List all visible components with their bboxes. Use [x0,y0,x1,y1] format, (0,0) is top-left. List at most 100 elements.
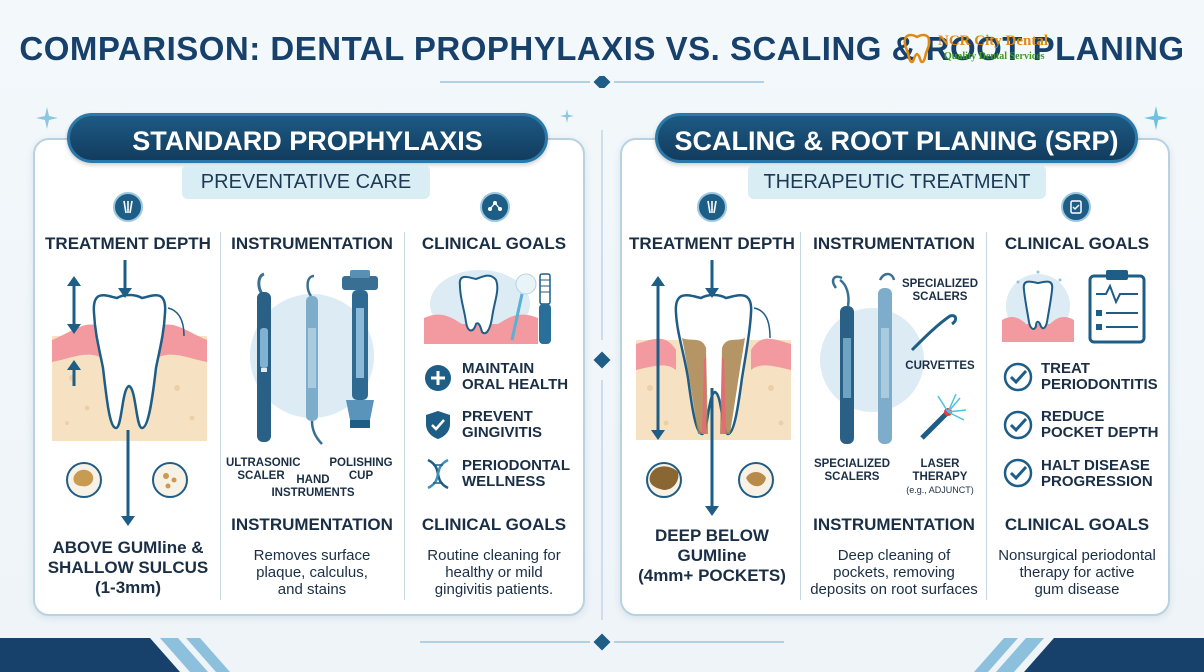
ultrasonic-scaler-label: ULTRASONIC SCALER [226,457,301,483]
treatment-depth-heading: TREATMENT DEPTH [45,234,211,253]
tooth-logo-icon [903,33,931,64]
label-line: SPECIALIZED [813,458,891,470]
plus-shield-icon [425,365,451,391]
goal-line: ORAL HEALTH [462,376,569,393]
specialized-scaler-icon [878,272,896,444]
clinical-goals-heading: CLINICAL GOALS [1004,234,1150,253]
prophylaxis-subheading: PREVENTATIVE CARE [182,165,430,199]
laser-icon [920,393,967,440]
instrumentation-subheading: INSTRUMENTATION [231,515,393,534]
goal-line: WELLNESS [462,473,546,490]
treatment-depth-heading: TREATMENT DEPTH [629,234,795,253]
desc-line: healthy or mild [445,564,543,581]
label-line: CUP [348,470,374,482]
goal-line: MAINTAIN [462,360,535,377]
goal-halt-disease-progression: HALT DISEASE PROGRESSION [1041,458,1153,490]
sparkle-icon [560,109,574,123]
label-line: HAND [296,474,330,486]
footer-decoration [0,633,1204,672]
healthy-tooth-illustration [424,270,551,344]
column-divider [986,232,987,600]
dental-tools-icon [113,192,143,222]
label-line: SCALERS [912,291,968,303]
depth-line: DEEP BELOW [655,526,769,545]
prophylaxis-instruments-illustration [250,270,378,445]
label-line: THERAPY [912,471,968,483]
toothbrush-icon [539,273,551,344]
title-divider [440,76,764,88]
label-line: LASER [920,458,960,470]
depth-line: GUMline [677,546,747,565]
depth-line: (4mm+ POCKETS) [638,566,786,585]
label-line: POLISHING [329,457,393,469]
logo-name: NCR City Dental [938,33,1048,49]
specialized-scalers-label: SPECIALIZED SCALERS [898,278,982,304]
label-line: SPECIALIZED [901,278,979,290]
label-line: SCALER [237,470,285,482]
desc-line: and stains [277,581,347,598]
desc-line: Deep cleaning of [837,547,951,564]
desc-line: gum disease [1034,581,1120,598]
clinical-goals-heading: CLINICAL GOALS [421,234,567,253]
srp-instruments-illustration [820,272,967,444]
tooth-shallow-diagram [52,260,207,526]
molecule-icon [480,192,510,222]
instrumentation-description: Deep cleaning of pockets, removing depos… [802,547,986,598]
goal-line: POCKET DEPTH [1041,424,1159,441]
column-divider [404,232,405,600]
srp-subheading: THERAPEUTIC TREATMENT [748,165,1046,199]
desc-line: plaque, calculus, [256,564,368,581]
floss-pick-icon [510,273,537,341]
goal-line: HALT DISEASE [1041,457,1150,474]
goal-line: TREAT [1041,360,1090,377]
goal-line: PREVENT [462,408,533,425]
check-circle-icon [1003,458,1033,488]
goal-periodontal-wellness: PERIODONTAL WELLNESS [462,458,570,490]
desc-line: gingivitis patients. [434,581,554,598]
clinic-logo: NCR City Dental Quality Dental Services [900,31,1075,67]
goal-maintain-oral-health: MAINTAIN ORAL HEALTH [462,361,568,393]
desc-line: pockets, removing [833,564,955,581]
label-line: SCALERS [824,471,880,483]
srp-heading: SCALING & ROOT PLANING (SRP) [655,113,1138,163]
goal-prevent-gingivitis: PREVENT GINGIVITIS [462,409,542,441]
desc-line: therapy for active [1019,564,1135,581]
polishing-cup-icon [342,270,378,428]
check-shield-icon [426,411,450,439]
goal-treat-periodontitis: TREAT PERIODONTITIS [1041,361,1158,393]
dna-icon [427,458,449,490]
tooth-deep-pocket-diagram [636,260,791,516]
check-circle-icon [1003,410,1033,440]
clinical-goals-description: Nonsurgical periodontal therapy for acti… [988,547,1166,598]
desc-line: Removes surface [253,547,371,564]
goal-line: PROGRESSION [1041,473,1153,490]
goal-reduce-pocket-depth: REDUCE POCKET DEPTH [1041,409,1159,441]
depth-line: (1-3mm) [94,578,162,597]
depth-description: ABOVE GUMline & SHALLOW SULCUS (1-3mm) [40,538,216,598]
specialized-scaler-icon [831,275,854,444]
prophylaxis-heading: STANDARD PROPHYLAXIS [67,113,548,163]
desc-line: deposits on root surfaces [810,581,978,598]
dental-tools-icon [697,192,727,222]
desc-line: Nonsurgical periodontal [998,547,1156,564]
label-line: INSTRUMENTS [271,487,355,499]
clipboard-chart-icon [1088,270,1146,344]
instrumentation-subheading: INSTRUMENTATION [813,515,975,534]
specialized-scalers-label: SPECIALIZED SCALERS [808,458,896,484]
instrumentation-description: Removes surface plaque, calculus, and st… [222,547,402,598]
center-divider [593,130,611,620]
goal-line: PERIODONTITIS [1041,376,1158,393]
clinical-goals-description: Routine cleaning for healthy or mild gin… [408,547,580,598]
instrumentation-heading: INSTRUMENTATION [231,234,393,253]
page-title: COMPARISON: DENTAL PROPHYLAXIS VS. SCALI… [19,30,1185,67]
column-divider [220,232,221,600]
depth-line: ABOVE GUMline & [52,538,204,557]
goal-line: PERIODONTAL [462,457,571,474]
periodontal-tooth-illustration [1002,270,1146,344]
curette-icon [910,314,958,352]
depth-description: DEEP BELOW GUMline (4mm+ POCKETS) [624,526,800,586]
clinical-goals-subheading: CLINICAL GOALS [421,515,567,534]
clinical-goals-subheading: CLINICAL GOALS [1004,515,1150,534]
label-line: ULTRASONIC [226,457,301,469]
goal-line: GINGIVITIS [462,424,543,441]
